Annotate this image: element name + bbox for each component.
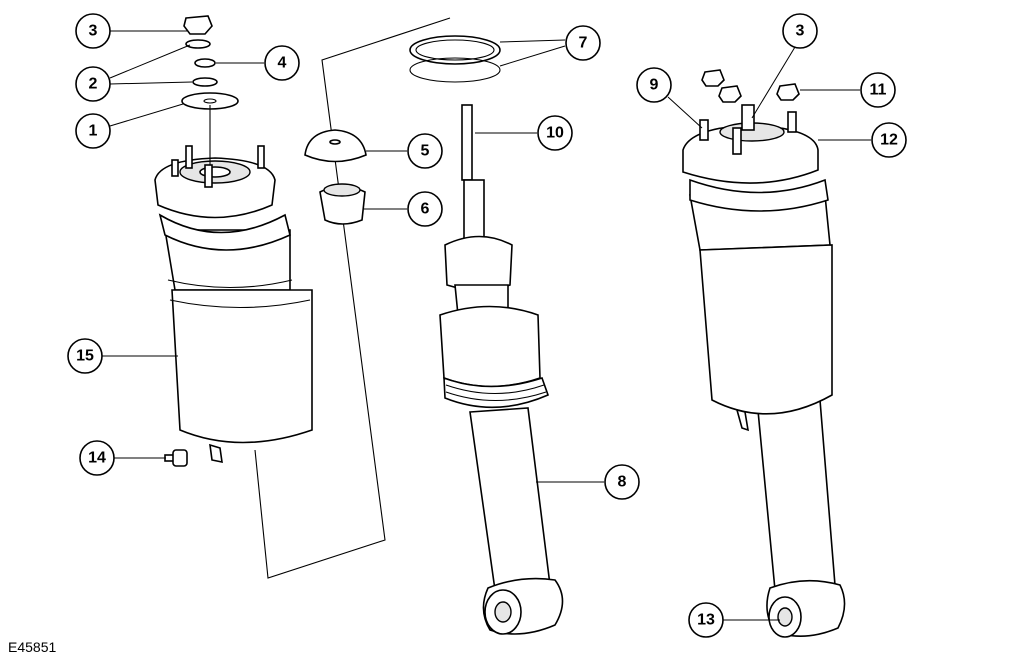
shock-absorber [439, 104, 564, 635]
callout-9: 9 [636, 67, 672, 103]
callout-5: 5 [407, 133, 443, 169]
svg-text:12: 12 [880, 132, 898, 149]
svg-text:2: 2 [89, 76, 98, 93]
strut-assembly-right [682, 69, 846, 638]
callout-3-right: 3 [782, 13, 818, 49]
svg-text:3: 3 [89, 23, 98, 40]
bump-stop [319, 183, 366, 225]
svg-text:14: 14 [88, 450, 106, 467]
callout-10: 10 [537, 115, 573, 151]
svg-text:7: 7 [579, 35, 588, 52]
svg-text:10: 10 [546, 125, 564, 142]
callout-13: 13 [688, 602, 724, 638]
figure-reference: E45851 [8, 639, 57, 655]
callout-15: 15 [67, 338, 103, 374]
callout-4: 4 [264, 45, 300, 81]
bleed-screw [164, 449, 188, 467]
leader-lines [102, 30, 871, 621]
callout-7: 7 [565, 25, 601, 61]
svg-text:6: 6 [421, 201, 430, 218]
callout-11: 11 [860, 72, 896, 108]
seal-rings [409, 35, 501, 83]
svg-text:1: 1 [89, 123, 98, 140]
callout-3-left: 3 [75, 13, 111, 49]
svg-text:15: 15 [76, 348, 94, 365]
dust-cap [304, 129, 367, 163]
callout-8: 8 [604, 464, 640, 500]
callout-2: 2 [75, 66, 111, 102]
svg-text:11: 11 [870, 82, 887, 99]
svg-text:13: 13 [697, 612, 715, 629]
svg-text:8: 8 [618, 474, 627, 491]
svg-text:9: 9 [650, 77, 659, 94]
callout-1: 1 [75, 113, 111, 149]
callout-12: 12 [871, 122, 907, 158]
assembly-guide-line [254, 17, 451, 579]
callout-6: 6 [407, 191, 443, 227]
svg-text:5: 5 [421, 143, 430, 160]
svg-text:3: 3 [796, 23, 805, 40]
top-mount-hardware-left [181, 15, 239, 165]
air-spring-left [154, 145, 313, 464]
callout-14: 14 [79, 440, 115, 476]
svg-text:4: 4 [278, 55, 287, 72]
